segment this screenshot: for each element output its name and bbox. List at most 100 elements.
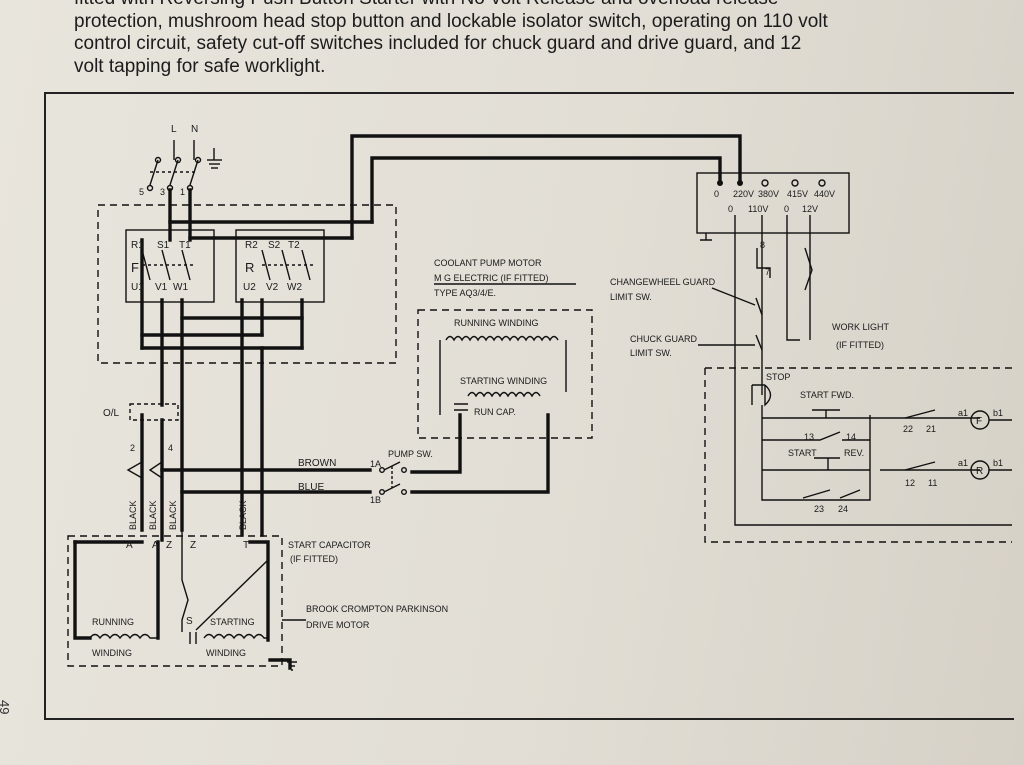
drive-starting-winding-label: WINDING — [206, 648, 246, 658]
drive-motor-label: DRIVE MOTOR — [306, 620, 370, 630]
intro-line: fitted with Reversing Push Button Starte… — [74, 0, 974, 11]
coolant-pump-maker: M G ELECTRIC (IF FITTED) — [434, 273, 549, 283]
contact-21: 21 — [926, 424, 936, 434]
coolant-starting-winding — [454, 391, 541, 411]
contact-14: 14 — [846, 432, 856, 442]
contact-22: 22 — [903, 424, 913, 434]
sec-0a: 0 — [728, 204, 733, 214]
intro-line: volt tapping for safe worklight. — [74, 55, 326, 77]
transformer-taps — [700, 179, 826, 241]
terminal-t2: T2 — [288, 240, 300, 251]
isolator-terminal-1: 1 — [180, 187, 185, 197]
control-enclosure — [704, 367, 1012, 543]
isolator-switch — [146, 140, 222, 192]
changewheel-limit-label: LIMIT SW. — [610, 292, 652, 302]
contact-24: 24 — [838, 504, 848, 514]
contact-12: 12 — [905, 478, 915, 488]
motor-terminal-a1: A — [126, 540, 133, 551]
terminal-r2: R2 — [245, 240, 258, 251]
tap-0: 0 — [714, 189, 719, 199]
contactor-enclosure — [97, 204, 397, 364]
overload-relay — [126, 403, 179, 479]
supply-l-label: L — [171, 124, 177, 135]
start-label: START — [788, 448, 817, 458]
control-terminal-8: 8 — [760, 240, 765, 250]
tap-220v: 220V — [733, 189, 754, 199]
wire-label-black-2: BLACK — [148, 500, 158, 530]
start-fwd-label: START FWD. — [800, 390, 854, 400]
terminal-s1: S1 — [157, 240, 170, 251]
motor-terminal-t: T — [243, 540, 249, 551]
start-capacitor-fitted: (IF FITTED) — [290, 554, 338, 564]
terminal-w2: W2 — [287, 282, 302, 293]
drive-motor-maker: BROOK CROMPTON PARKINSON — [306, 604, 448, 614]
diagram-frame — [44, 92, 1014, 720]
terminal-t1: T1 — [179, 240, 191, 251]
overload-terminal-4: 4 — [168, 443, 173, 453]
contactor-r — [235, 229, 325, 303]
rev-label: REV. — [844, 448, 864, 458]
drive-motor-windings — [89, 530, 297, 671]
coil-f-a1: a1 — [958, 408, 968, 418]
drive-starting-label: STARTING — [210, 617, 255, 627]
terminal-w1: W1 — [173, 282, 188, 293]
isolator-terminal-5: 5 — [139, 187, 144, 197]
pump-switch — [379, 461, 408, 496]
drive-running-label: RUNNING — [92, 617, 134, 627]
wire-label-brown: BROWN — [298, 458, 336, 469]
intro-line: control circuit, safety cut-off switches… — [74, 33, 802, 54]
coolant-pump-type: TYPE AQ3/4/E. — [434, 288, 496, 298]
coil-r-b1: b1 — [993, 458, 1003, 468]
sec-12v: 12V — [802, 204, 818, 214]
intro-line: protection, mushroom head stop button an… — [74, 10, 828, 32]
wire-label-black-4: BLACK — [238, 500, 248, 530]
tap-415v: 415V — [787, 189, 808, 199]
stop-label: STOP — [766, 372, 790, 382]
coil-r-letter: R — [976, 466, 983, 477]
tap-380v: 380V — [758, 189, 779, 199]
terminal-r1: R1 — [131, 240, 144, 251]
contactor-r-letter: R — [245, 260, 254, 275]
motor-terminal-z2: Z — [190, 540, 196, 551]
motor-terminal-z1: Z — [166, 540, 172, 551]
terminal-u1: U1 — [131, 282, 144, 293]
control-terminal-7: 7 — [765, 267, 770, 277]
transformer-box — [696, 172, 850, 234]
work-light-label: WORK LIGHT — [832, 322, 890, 332]
pump-switch-1a: 1A — [370, 459, 381, 469]
tap-440v: 440V — [814, 189, 835, 199]
drive-running-winding-label: WINDING — [92, 648, 132, 658]
contact-11: 11 — [928, 478, 937, 488]
terminal-s2: S2 — [268, 240, 281, 251]
coolant-pump-box — [417, 309, 593, 439]
wire-label-blue: BLUE — [298, 482, 324, 493]
motor-terminal-s: S — [186, 616, 193, 627]
wire-label-black-1: BLACK — [128, 500, 138, 530]
overload-terminal-2: 2 — [130, 443, 135, 453]
coil-f-b1: b1 — [993, 408, 1003, 418]
terminal-u2: U2 — [243, 282, 256, 293]
coolant-running-label: RUNNING WINDING — [454, 318, 539, 328]
coil-r-a1: a1 — [958, 458, 968, 468]
sec-110v: 110V — [748, 204, 768, 214]
contactor-f — [125, 229, 215, 303]
changewheel-label: CHANGEWHEEL GUARD — [610, 277, 716, 287]
coolant-starting-label: STARTING WINDING — [460, 376, 547, 386]
coil-f-letter: F — [976, 416, 982, 427]
motor-terminal-a2: A — [152, 540, 159, 551]
pump-switch-1b: 1B — [370, 495, 381, 505]
supply-n-label: N — [191, 124, 198, 135]
contact-23: 23 — [814, 504, 824, 514]
isolator-terminal-3: 3 — [160, 187, 165, 197]
coolant-pump-title: COOLANT PUMP MOTOR — [434, 258, 542, 268]
chuck-guard-limit-label: LIMIT SW. — [630, 348, 672, 358]
contactor-f-letter: F — [131, 260, 139, 275]
work-light-fitted: (IF FITTED) — [836, 340, 884, 350]
coolant-running-winding — [439, 335, 567, 415]
overload-label: O/L — [103, 408, 120, 419]
power-wiring — [73, 134, 742, 670]
pump-switch-label: PUMP SW. — [388, 449, 433, 459]
sec-0b: 0 — [784, 204, 789, 214]
